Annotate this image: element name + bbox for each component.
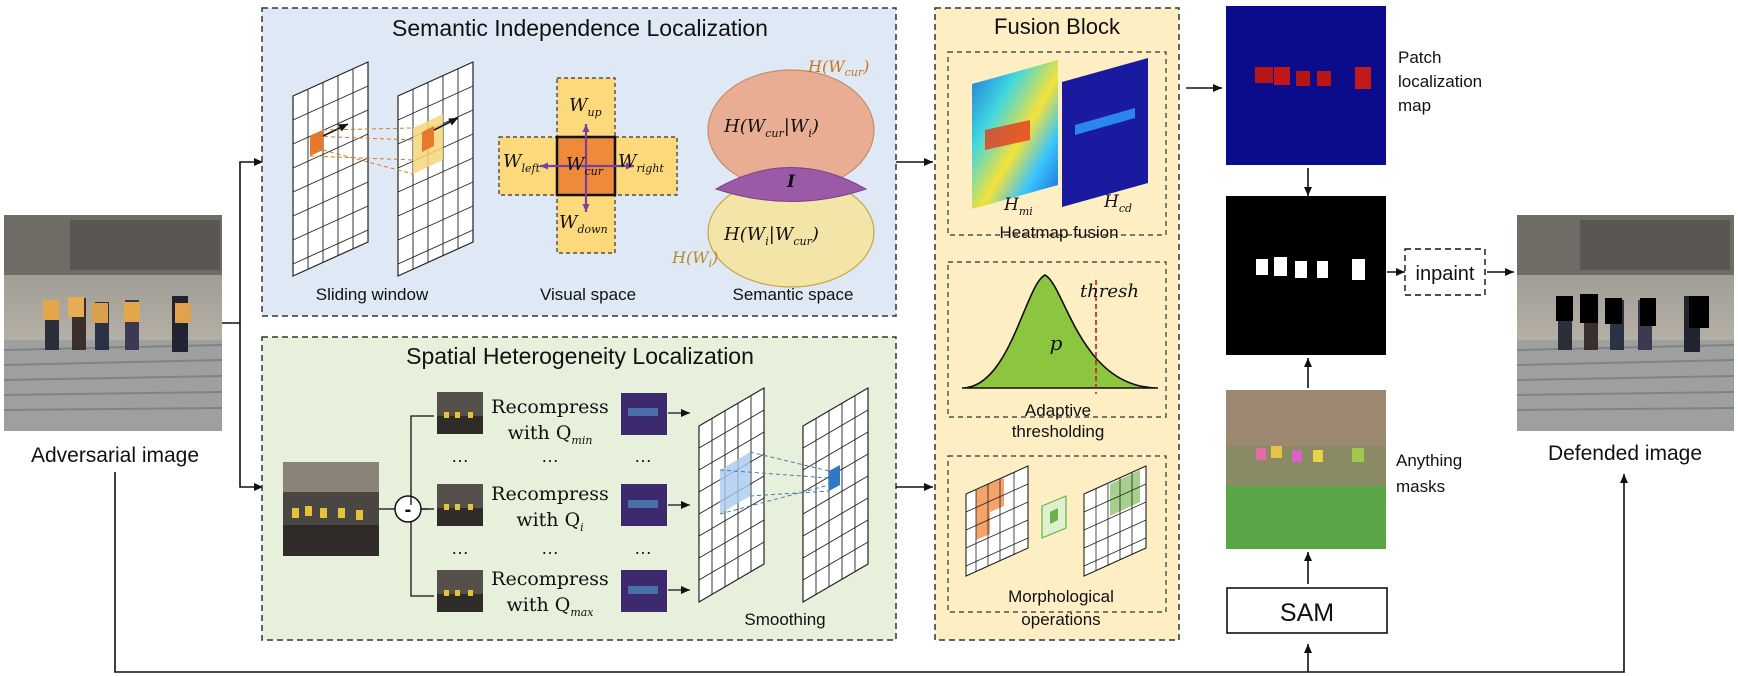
ellipsis-2b: … — [541, 538, 559, 558]
inpaint-box — [1404, 248, 1486, 296]
recompress-label-3: Recompress — [491, 568, 609, 590]
adaptive-label-1: Adaptive — [1025, 401, 1091, 420]
sliding-window-grid-2 — [397, 61, 474, 277]
smoothing-label: Smoothing — [744, 610, 825, 629]
defended-image — [1516, 215, 1735, 431]
gaussian-curve — [961, 274, 1159, 394]
heatmap-cd — [1062, 58, 1148, 207]
p-label: p — [1050, 331, 1063, 355]
patch-localization-map — [1226, 6, 1386, 165]
source-image — [283, 462, 379, 556]
ellipsis-1a: … — [451, 446, 469, 466]
recompress-with-2: with Qi — [516, 509, 583, 534]
anything-masks-image — [1226, 390, 1386, 549]
intersection-label: I — [786, 172, 796, 192]
fusion-title: Fusion Block — [994, 14, 1121, 39]
fusion-block: Fusion Block Hmi Hcd Heatmap fusion thre… — [934, 7, 1180, 641]
patch-label-2: localization — [1398, 72, 1482, 91]
recompress-with-1: with Qmin — [508, 422, 593, 447]
h-wcur-label: H(Wcur) — [807, 57, 869, 79]
adaptive-label-2: thresholding — [1012, 422, 1105, 441]
right-column-arrows — [1186, 84, 1514, 584]
difference-maps — [621, 393, 667, 612]
w-cur-label: Wcur — [566, 154, 604, 178]
patch-label-1: Patch — [1398, 48, 1441, 67]
w-left-label: Wleft — [503, 151, 541, 175]
morph-grid-1 — [965, 465, 1029, 577]
morph-grid-2 — [1083, 465, 1147, 577]
recompressed-thumbnails — [437, 392, 483, 612]
defended-image-label: Defended image — [1548, 442, 1702, 465]
adversarial-image-label: Adversarial image — [31, 444, 199, 467]
ellipsis-1c: … — [634, 446, 652, 466]
smoothing-links — [719, 451, 830, 515]
shl-title: Spatial Heterogeneity Localization — [406, 343, 754, 369]
w-down-label: Wdown — [559, 212, 608, 236]
panel-to-fusion-arrows — [896, 158, 933, 491]
heatmap-fusion-label: Heatmap fusion — [999, 223, 1118, 242]
visual-space-cross — [498, 77, 678, 254]
branch-connectors — [379, 409, 690, 597]
sliding-window-label: Sliding window — [316, 285, 429, 304]
anything-label-1: Anything — [1396, 451, 1462, 470]
adversarial-patches — [43, 297, 191, 323]
h-cd-label: Hcd — [1103, 192, 1132, 215]
h-wcur-given-wi: H(Wcur|Wi) — [723, 116, 819, 140]
ellipsis-2a: … — [451, 538, 469, 558]
binary-mask — [1226, 196, 1386, 355]
sil-panel: Semantic Independence Localization Slidi… — [261, 7, 897, 317]
semantic-space-label: Semantic space — [733, 285, 854, 304]
recompress-label-2: Recompress — [491, 483, 609, 505]
sam-label: SAM — [1280, 599, 1334, 627]
heatmap-mi — [972, 60, 1058, 209]
shl-panel: Spatial Heterogeneity Localization - — [261, 336, 897, 641]
adversarial-image — [3, 215, 223, 431]
sil-title: Semantic Independence Localization — [392, 15, 768, 41]
anything-label-2: masks — [1396, 477, 1445, 496]
smoothing-grid-2 — [802, 386, 869, 604]
morph-label-2: operations — [1021, 610, 1100, 629]
morph-kernel — [1041, 495, 1067, 539]
patch-label-3: map — [1398, 96, 1431, 115]
h-wi-label: H(Wi) — [671, 248, 718, 270]
input-connectors — [114, 158, 1628, 673]
morph-label-1: Morphological — [1008, 587, 1114, 606]
h-wi-given-wcur: H(Wi|Wcur) — [723, 224, 819, 248]
ellipsis-2c: … — [634, 538, 652, 558]
visual-space-label: Visual space — [540, 285, 636, 304]
recompress-with-3: with Qmax — [506, 594, 594, 619]
h-mi-label: Hmi — [1003, 195, 1033, 218]
sliding-window-links — [309, 127, 414, 175]
sliding-window-grid-1 — [292, 61, 369, 277]
recompress-label-1: Recompress — [491, 396, 609, 418]
thresh-label: thresh — [1080, 281, 1139, 302]
ellipsis-1b: … — [541, 446, 559, 466]
minus-operator: - — [405, 499, 412, 521]
sam-box — [1226, 587, 1388, 634]
smoothing-grid-1 — [698, 386, 765, 604]
w-up-label: Wup — [569, 95, 602, 119]
inpaint-label: inpaint — [1416, 263, 1475, 285]
semantic-space-venn — [707, 69, 875, 288]
w-right-label: Wright — [618, 151, 664, 175]
